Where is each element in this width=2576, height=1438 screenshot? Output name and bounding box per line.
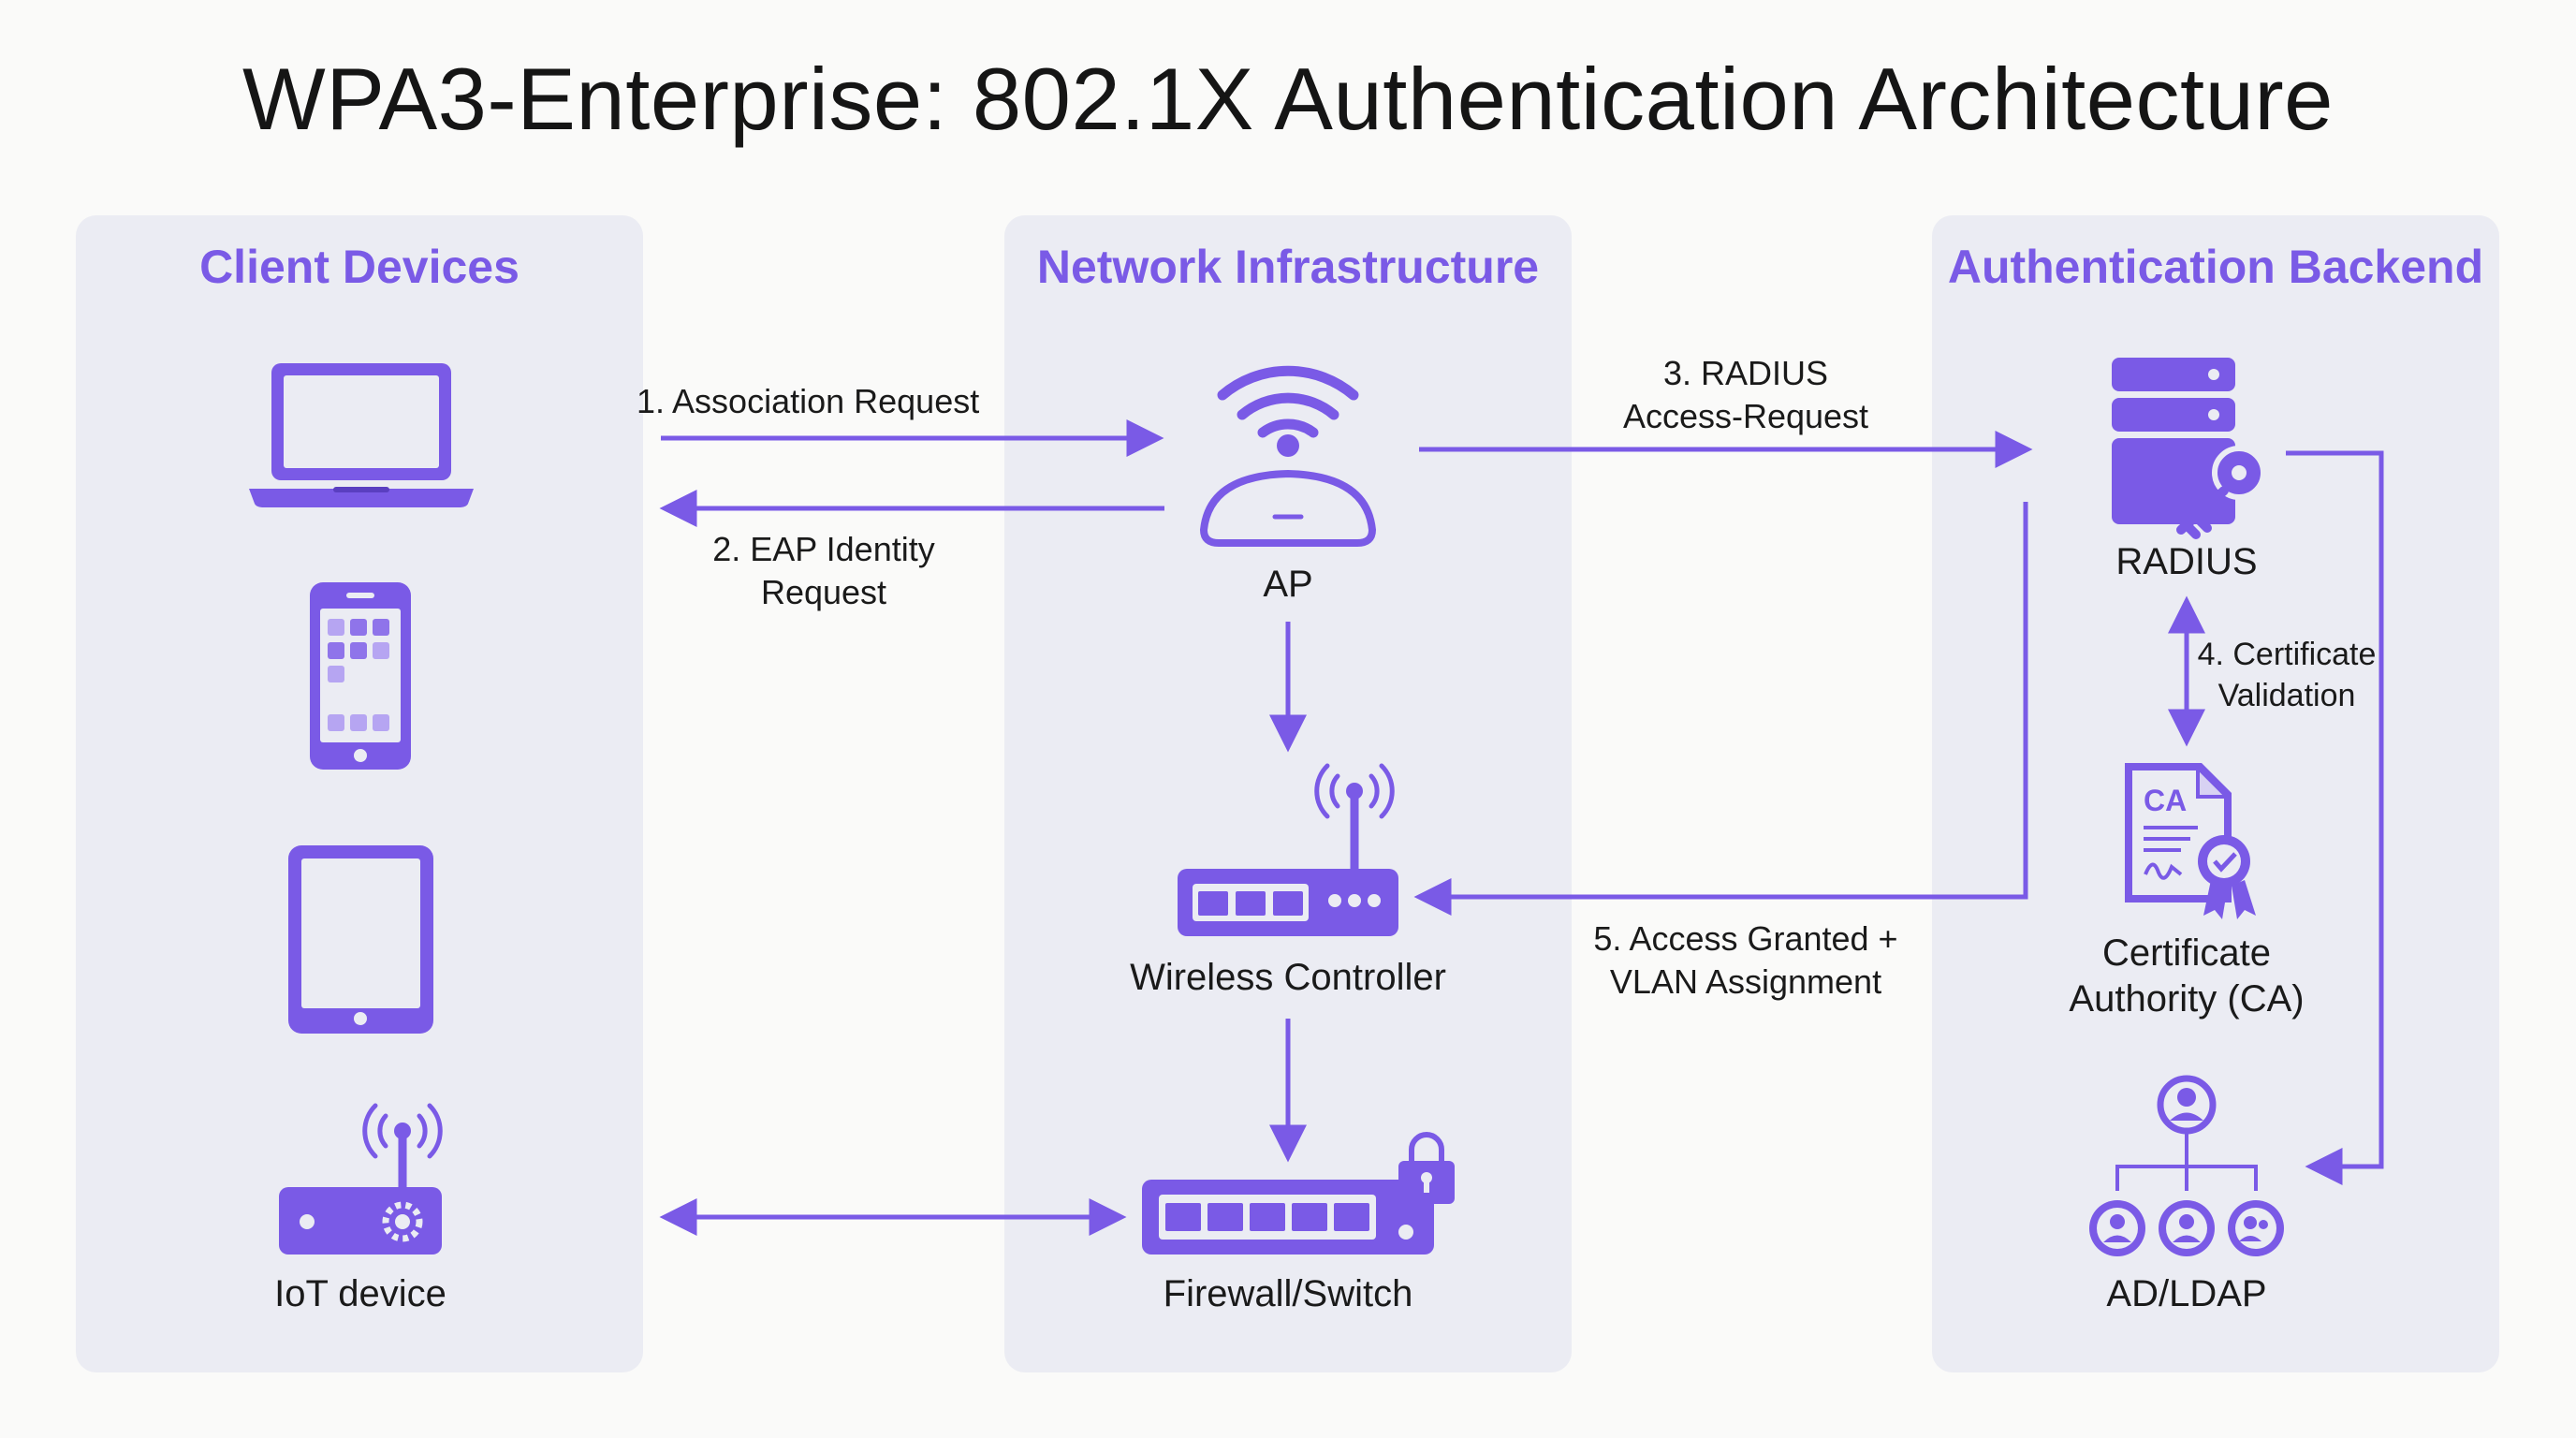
ad-ldap-label: AD/LDAP <box>2106 1273 2267 1314</box>
arrow-access-granted <box>1413 502 2028 916</box>
access-point-icon <box>1199 365 1377 547</box>
diagram-title: WPA3-Enterprise: 802.1X Authentication A… <box>242 50 2334 148</box>
smartphone-icon <box>310 582 411 770</box>
wireless-controller-icon <box>1178 763 1398 936</box>
client-devices-title: Client Devices <box>199 241 520 293</box>
laptop-icon <box>249 363 474 507</box>
svg-text:CA: CA <box>2144 784 2187 817</box>
tablet-icon <box>288 845 433 1034</box>
certificate-authority-label: Certificate Authority (CA) <box>2069 932 2305 1020</box>
step1-label: 1. Association Request <box>637 382 980 420</box>
step2-label: 2. EAP Identity Request <box>712 530 935 612</box>
wireless-controller-label: Wireless Controller <box>1130 957 1446 998</box>
firewall-switch-label: Firewall/Switch <box>1163 1273 1413 1314</box>
radius-server-icon <box>2112 358 2266 539</box>
ad-ldap-icon <box>2089 1075 2284 1256</box>
step4-label: 4. Certificate Validation <box>2197 637 2377 713</box>
firewall-switch-icon <box>1142 1132 1455 1255</box>
arrow-radius-to-ldap <box>2286 450 2384 1185</box>
iot-device-icon <box>279 1103 443 1255</box>
iot-device-label: IoT device <box>274 1273 446 1314</box>
certificate-icon: CA <box>2125 763 2256 919</box>
step3-label: 3. RADIUS Access-Request <box>1622 354 1869 436</box>
network-infrastructure-panel: Network Infrastructure <box>1004 215 1572 1372</box>
network-infrastructure-title: Network Infrastructure <box>1036 241 1540 293</box>
ap-label: AP <box>1263 564 1313 605</box>
authentication-backend-title: Authentication Backend <box>1947 241 2484 293</box>
step5-label: 5. Access Granted + VLAN Assignment <box>1593 919 1898 1002</box>
radius-label: RADIUS <box>2115 541 2258 582</box>
